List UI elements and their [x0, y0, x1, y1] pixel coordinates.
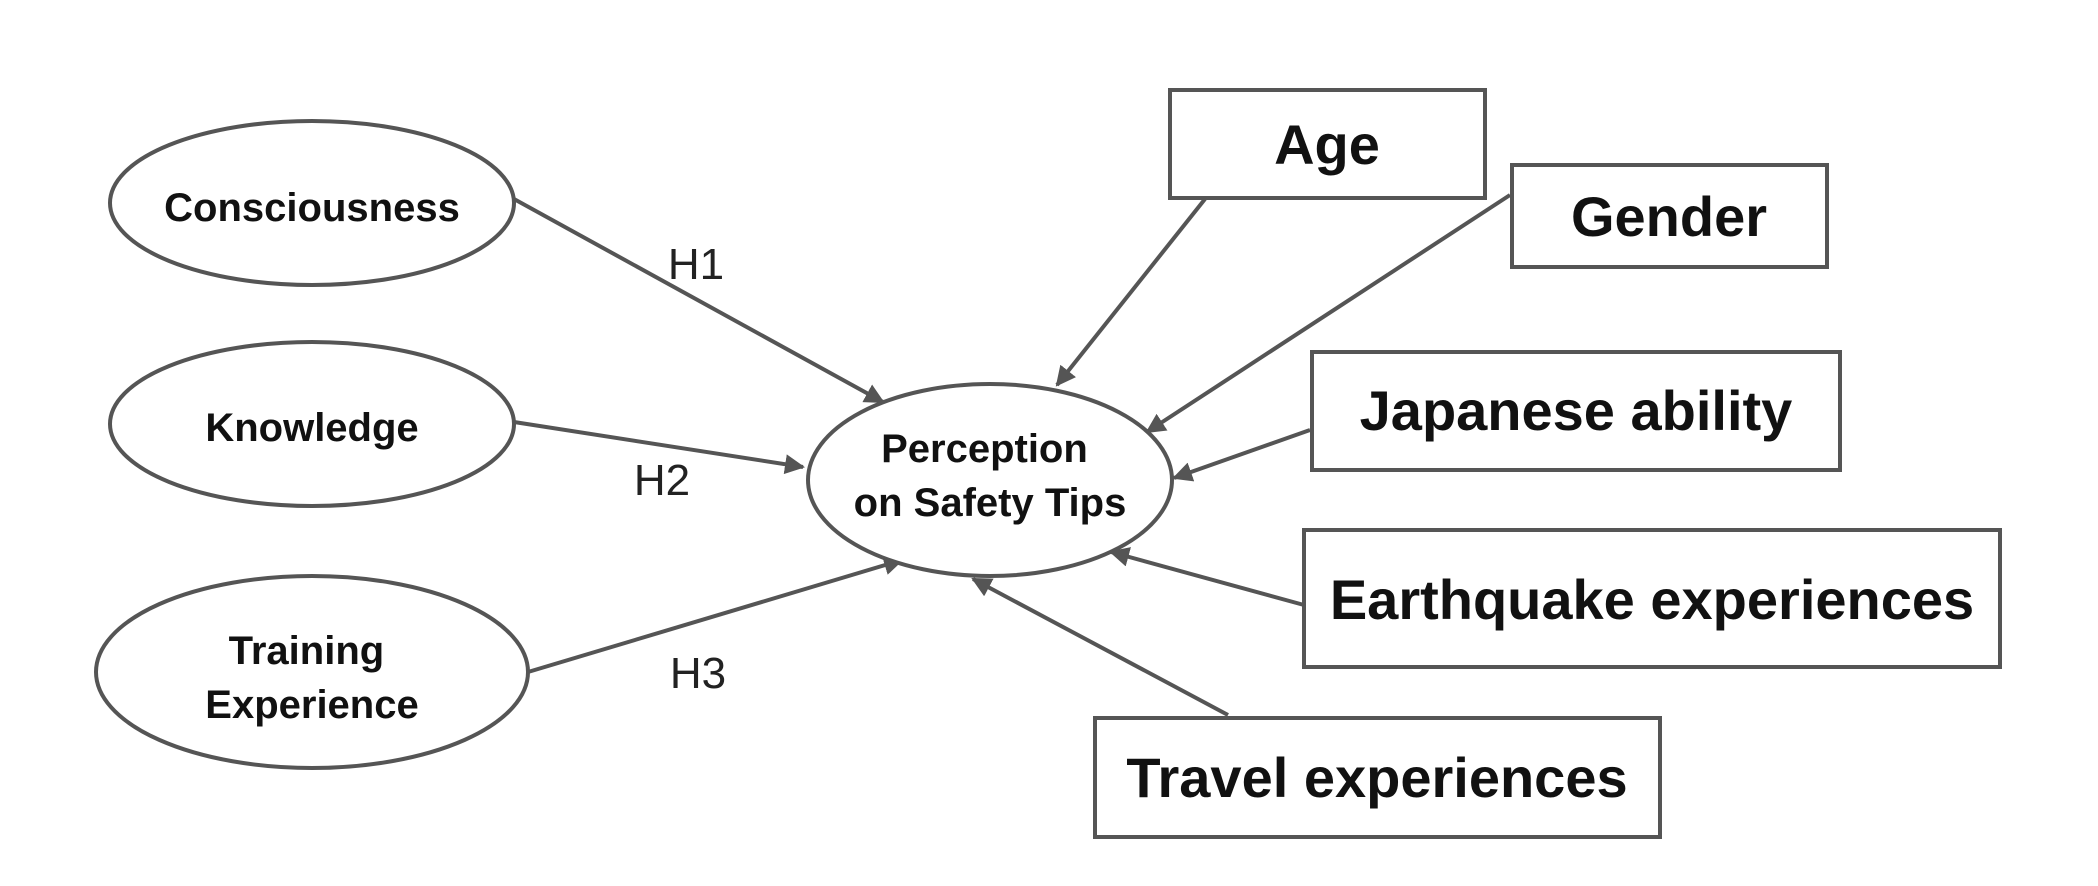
- age-label: Age: [1274, 113, 1380, 176]
- consciousness-label: Consciousness: [164, 186, 460, 230]
- edge-h2: [513, 420, 805, 475]
- control-variables: Age Gender Japanese ability Earthquake e…: [1093, 88, 2002, 839]
- svg-text:Knowledge: Knowledge: [205, 406, 418, 450]
- travel-experiences-label: Travel experiences: [1126, 746, 1627, 809]
- training-label-line2: Experience: [205, 683, 418, 727]
- node-perception: Perception on Safety Tips: [806, 382, 1174, 578]
- japanese-ability-label: Japanese ability: [1360, 379, 1793, 442]
- perception-label-line2: on Safety Tips: [854, 481, 1127, 525]
- h1-label: H1: [668, 240, 724, 289]
- training-label-line1: Training: [229, 629, 385, 673]
- svg-text:Training Experience: Training Experience: [205, 629, 418, 727]
- box-gender: Gender: [1510, 163, 1829, 269]
- node-knowledge: Knowledge: [108, 340, 516, 508]
- edge-earthquake: [1109, 547, 1305, 607]
- earthquake-experiences-label: Earthquake experiences: [1330, 568, 1974, 631]
- box-age: Age: [1168, 88, 1487, 200]
- edge-gender: [1145, 193, 1512, 434]
- box-travel-experiences: Travel experiences: [1093, 716, 1662, 839]
- h3-label: H3: [670, 649, 726, 698]
- box-earthquake-experiences: Earthquake experiences: [1302, 528, 2002, 669]
- svg-text:Perception on Safety Tip: Perception on Safety Tips: [854, 427, 1127, 525]
- h2-label: H2: [634, 456, 690, 505]
- edge-h1: [513, 197, 885, 404]
- edge-travel: [971, 577, 1229, 717]
- edge-age: [1055, 197, 1207, 387]
- box-japanese-ability: Japanese ability: [1310, 350, 1842, 472]
- control-edges: [971, 193, 1512, 717]
- hypothesis-labels: H1 H2 H3: [634, 240, 726, 698]
- knowledge-label: Knowledge: [205, 406, 418, 450]
- perception-label-line1: Perception: [881, 427, 1088, 471]
- edge-h3: [527, 555, 904, 674]
- node-consciousness: Consciousness: [108, 119, 516, 287]
- edge-japanese: [1172, 428, 1311, 482]
- gender-label: Gender: [1571, 185, 1767, 248]
- svg-text:Consciousness: Consciousness: [164, 186, 460, 230]
- node-training-experience: Training Experience: [94, 574, 530, 770]
- independent-variables: Consciousness Knowledge Training Experie…: [94, 119, 530, 770]
- hypothesis-edges: [513, 197, 904, 674]
